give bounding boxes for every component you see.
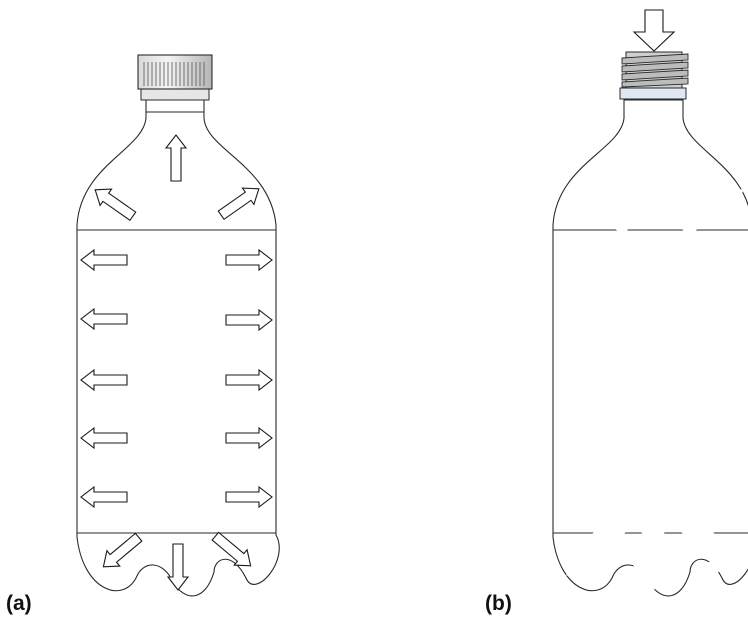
arrow-icon — [215, 181, 264, 224]
arrow-icon — [81, 250, 127, 270]
arrow-icon — [226, 370, 272, 390]
panel-label-b: (b) — [485, 592, 512, 615]
arrow-icon — [166, 135, 186, 181]
arrow-icon — [226, 250, 272, 270]
arrow-icon — [555, 355, 627, 401]
panel-label-a: (a) — [6, 592, 32, 615]
bottle-b-neck-ring — [620, 88, 686, 99]
arrow-icon — [676, 355, 748, 401]
arrow-icon — [226, 487, 272, 507]
cap-icon — [141, 88, 209, 100]
push-down-arrow-icon — [634, 10, 674, 51]
arrow-icon — [81, 309, 127, 329]
arrow-icon — [555, 414, 627, 460]
arrow-icon — [676, 237, 748, 283]
arrow-icon — [555, 472, 627, 518]
arrow-icon — [676, 296, 748, 342]
arrow-icon — [556, 169, 641, 245]
arrow-icon — [209, 529, 257, 574]
arrow-icon — [89, 182, 138, 225]
arrow-icon — [226, 428, 272, 448]
arrow-icon — [676, 414, 748, 460]
panel-b-bottle-under-pressure — [550, 10, 748, 596]
pressure-arrows-a — [81, 135, 272, 590]
threads-icon — [622, 52, 688, 88]
arrow-icon — [630, 120, 676, 192]
arrow-icon — [555, 296, 627, 342]
arrow-icon — [630, 519, 676, 591]
arrow-icon — [672, 507, 748, 590]
arrow-icon — [81, 428, 127, 448]
arrow-icon — [168, 544, 188, 590]
cap-top — [138, 55, 212, 89]
arrow-icon — [226, 310, 272, 330]
arrow-icon — [97, 530, 145, 575]
arrow-icon — [550, 508, 633, 591]
panel-a-bottle-at-rest — [77, 55, 279, 596]
arrow-icon — [81, 370, 127, 390]
arrow-icon — [676, 472, 748, 518]
arrow-icon — [81, 487, 127, 507]
arrow-icon — [555, 237, 627, 283]
pressure-arrows-b — [550, 120, 748, 592]
